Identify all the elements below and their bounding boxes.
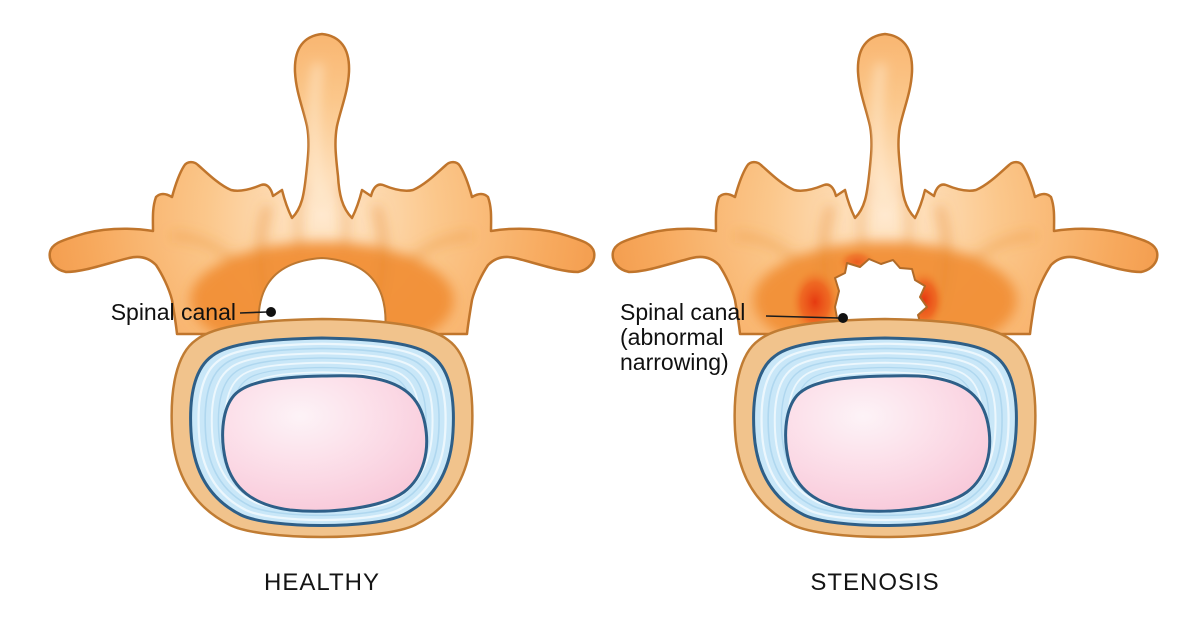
healthy-caption: HEALTHY: [264, 569, 380, 596]
stenosis-caption: STENOSIS: [810, 569, 940, 596]
healthy-leader-dot: [266, 307, 276, 317]
stenosis-canal-label: Spinal canal (abnormal narrowing): [620, 300, 800, 375]
healthy-leader-line: [239, 311, 268, 314]
stenosis-canal-label-line1: Spinal canal: [620, 299, 746, 325]
stenosis-canal-label-line3: narrowing): [620, 349, 729, 375]
leader-lines: [239, 307, 848, 323]
stenosis-leader-line: [765, 315, 840, 319]
healthy-vertebra: [50, 34, 595, 537]
healthy-canal-label-line: Spinal canal: [110, 299, 236, 325]
stenosis-vertebra: [613, 34, 1158, 537]
healthy-canal-label: Spinal canal: [40, 300, 236, 325]
stenosis-canal-label-line2: (abnormal: [620, 324, 724, 350]
stenosis-leader-dot: [838, 313, 848, 323]
